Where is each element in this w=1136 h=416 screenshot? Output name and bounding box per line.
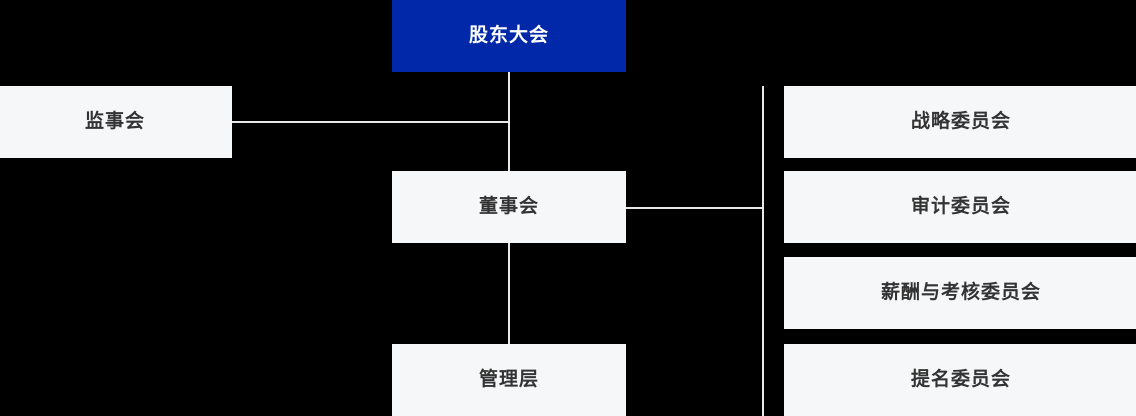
node-audit-committee[interactable]: 审计委员会 <box>784 171 1136 243</box>
node-nomination-committee-label: 提名委员会 <box>910 368 1011 390</box>
connector-board-to-management <box>508 243 510 344</box>
node-board-of-directors[interactable]: 董事会 <box>392 171 626 243</box>
node-audit-committee-label: 审计委员会 <box>910 195 1011 217</box>
node-remuneration-appraisal-committee-label: 薪酬与考核委员会 <box>880 281 1041 303</box>
node-board-of-supervisors-label: 监事会 <box>84 110 145 132</box>
node-management-label: 管理层 <box>478 368 539 390</box>
node-strategy-committee-label: 战略委员会 <box>910 110 1011 132</box>
node-board-of-supervisors[interactable]: 监事会 <box>0 86 232 158</box>
node-shareholders-meeting-label: 股东大会 <box>468 24 549 46</box>
connector-trunk-to-supervisors <box>232 121 510 123</box>
node-nomination-committee[interactable]: 提名委员会 <box>784 344 1136 416</box>
connector-committee-spine <box>762 86 764 416</box>
node-strategy-committee[interactable]: 战略委员会 <box>784 86 1136 158</box>
connector-board-to-committee-spine <box>626 207 764 209</box>
node-remuneration-appraisal-committee[interactable]: 薪酬与考核委员会 <box>784 257 1136 329</box>
node-board-of-directors-label: 董事会 <box>478 195 539 217</box>
node-shareholders-meeting[interactable]: 股东大会 <box>392 0 626 72</box>
node-management[interactable]: 管理层 <box>392 344 626 416</box>
